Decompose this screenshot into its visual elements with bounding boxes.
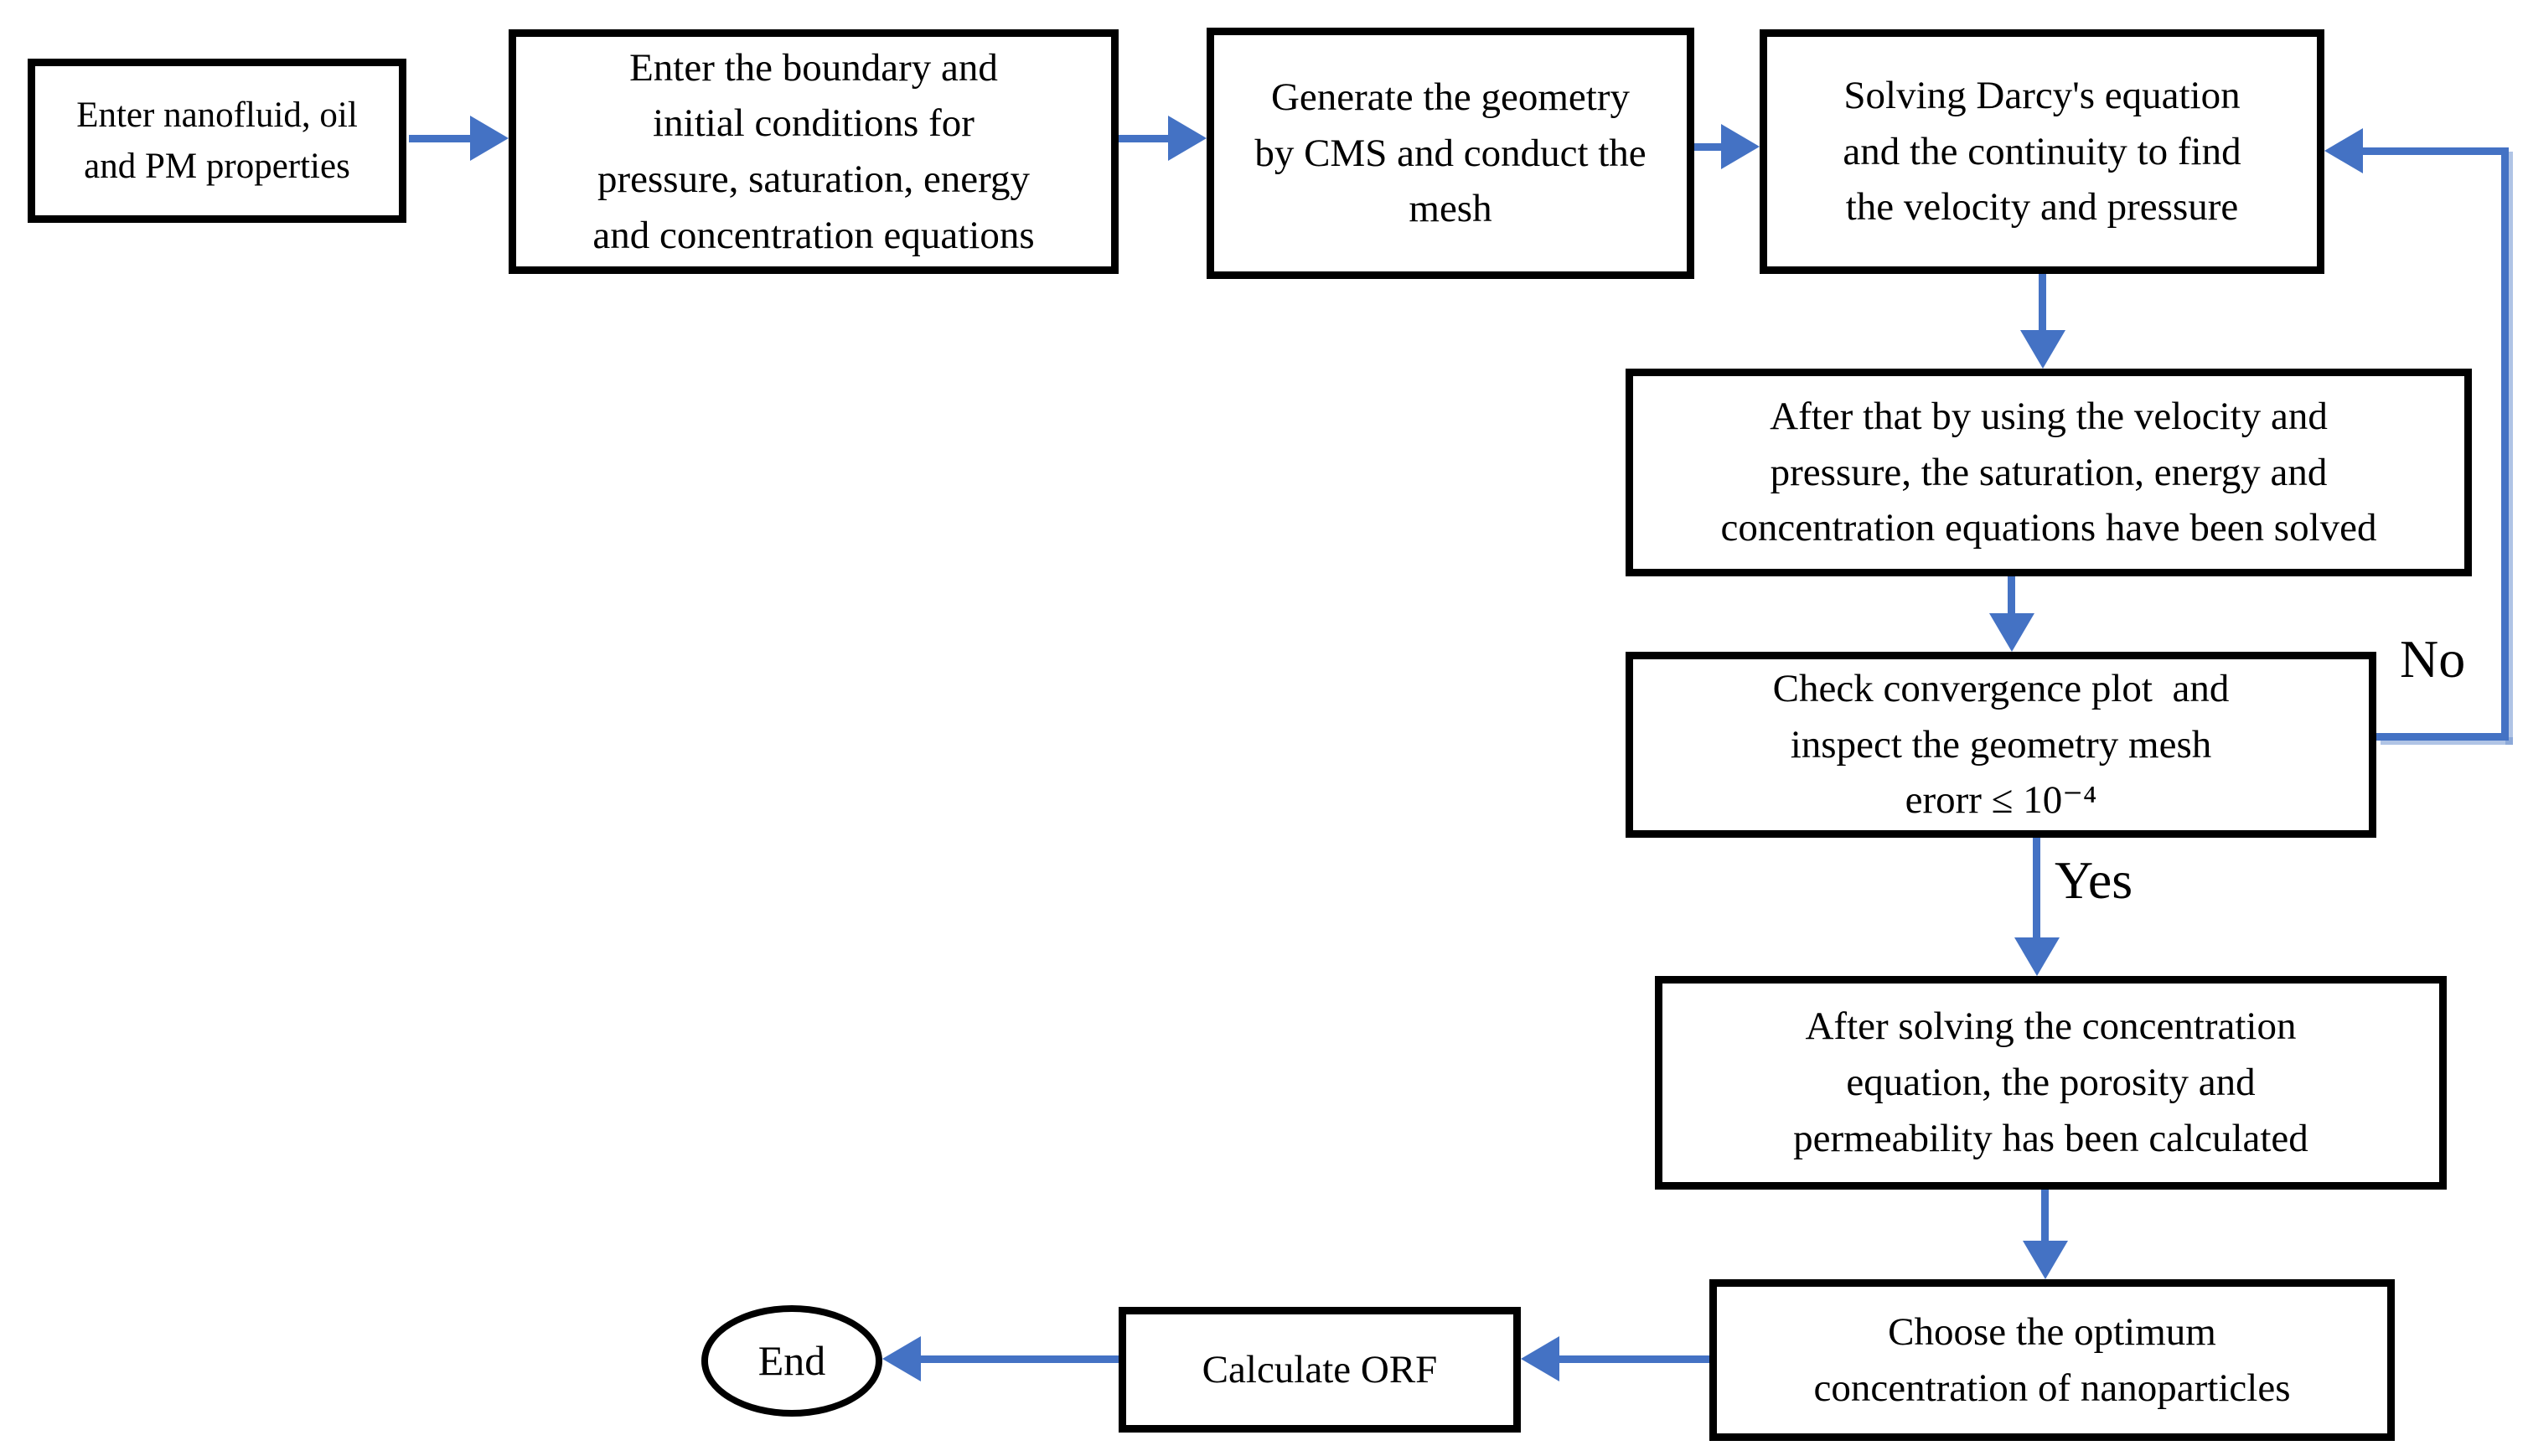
node-optimum-concentration-label: Choose the optimum concentration of nano…: [1813, 1309, 2291, 1410]
node-solve-saturation-energy-concentration: After that by using the velocity and pre…: [1626, 369, 2472, 576]
arrowhead-down-icon: [2020, 330, 2065, 369]
node-generate-geometry-mesh: Generate the geometry by CMS and conduct…: [1207, 28, 1694, 279]
arrowhead-left-icon: [2324, 128, 2363, 173]
node-boundary-initial-conditions: Enter the boundary and initial condition…: [509, 29, 1119, 274]
arrow-shaft: [2376, 733, 2509, 741]
arrow-shaft: [2041, 1190, 2049, 1242]
arrow-shaft: [2033, 838, 2040, 941]
node-end: End: [701, 1305, 882, 1417]
node-solve-saturation-energy-concentration-label: After that by using the velocity and pre…: [1720, 394, 2377, 550]
arrowhead-down-icon: [1989, 613, 2034, 652]
node-solve-darcy: Solving Darcy's equation and the continu…: [1760, 29, 2324, 274]
arrow-shaft: [409, 135, 475, 142]
arrow-shaft: [2501, 147, 2509, 741]
arrow-shaft: [916, 1355, 1119, 1363]
node-convergence-check-label: Check convergence plot and inspect the g…: [1772, 666, 2230, 823]
arrowhead-left-icon: [1521, 1336, 1559, 1381]
node-enter-properties-label: Enter nanofluid, oil and PM properties: [76, 95, 358, 186]
arrowhead-down-icon: [2023, 1241, 2068, 1279]
edge-label-no: No: [2400, 629, 2466, 689]
arrowhead-right-icon: [470, 116, 509, 161]
node-calculate-orf: Calculate ORF: [1119, 1307, 1521, 1433]
arrowhead-left-icon: [882, 1336, 921, 1381]
node-porosity-permeability-label: After solving the concentration equation…: [1793, 1004, 2308, 1160]
node-convergence-check: Check convergence plot and inspect the g…: [1626, 652, 2376, 838]
node-solve-darcy-label: Solving Darcy's equation and the continu…: [1843, 73, 2241, 230]
arrow-shaft: [2039, 274, 2046, 335]
node-optimum-concentration: Choose the optimum concentration of nano…: [1709, 1279, 2395, 1441]
node-enter-properties: Enter nanofluid, oil and PM properties: [28, 59, 406, 223]
node-end-label: End: [757, 1337, 826, 1384]
edge-label-yes: Yes: [2055, 850, 2133, 910]
node-generate-geometry-mesh-label: Generate the geometry by CMS and conduct…: [1254, 75, 1647, 231]
arrow-shaft: [2008, 576, 2015, 617]
arrow-shaft: [1119, 135, 1173, 142]
arrow-shaft: [1694, 143, 1726, 151]
node-calculate-orf-label: Calculate ORF: [1202, 1347, 1438, 1391]
arrow-shaft: [1554, 1355, 1709, 1363]
arrowhead-right-icon: [1168, 116, 1207, 161]
node-boundary-initial-conditions-label: Enter the boundary and initial condition…: [592, 45, 1035, 257]
arrowhead-right-icon: [1721, 124, 1760, 169]
arrow-shaft: [2360, 147, 2505, 155]
arrowhead-down-icon: [2014, 937, 2060, 976]
node-porosity-permeability: After solving the concentration equation…: [1655, 976, 2447, 1190]
